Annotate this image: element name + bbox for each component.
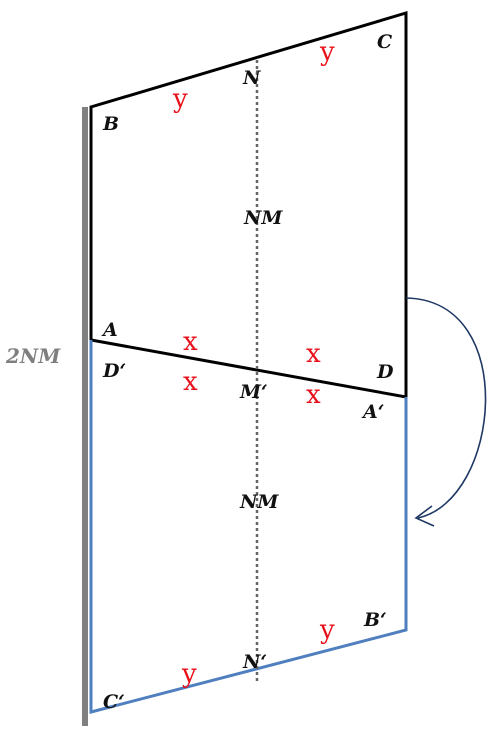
side-label-y-top-left: y <box>172 84 188 114</box>
vertex-label-c-prime: C‘ <box>103 691 125 713</box>
vertex-label-a: A <box>101 319 118 341</box>
arrow-head-icon <box>414 505 435 527</box>
midpoint-label-m-prime: M‘ <box>239 381 268 403</box>
side-label-x-lower-left: x <box>183 367 198 397</box>
side-label-y-bottom-left: y <box>181 659 197 689</box>
quadrilateral-abcd <box>89 10 408 399</box>
vertex-label-c: C <box>377 31 392 53</box>
side-label-y-bottom-right: y <box>319 615 335 645</box>
quadrilateral-reflected <box>89 340 408 714</box>
midpoint-label-n-prime: N‘ <box>242 651 267 673</box>
rotation-arrow <box>405 297 487 519</box>
midpoint-label-n: N <box>242 67 261 89</box>
length-label-nm-upper: NM <box>243 207 283 229</box>
vertex-label-b: B <box>102 113 119 135</box>
side-label-y-top-right: y <box>319 37 335 67</box>
vertex-label-d-prime: D‘ <box>102 360 126 382</box>
length-label-2nm: 2NM <box>5 344 61 368</box>
vertex-label-d: D <box>376 361 394 383</box>
side-label-x-lower-right: x <box>306 380 321 410</box>
side-label-x-upper-right: x <box>306 339 321 369</box>
length-label-nm-lower: NM <box>239 491 279 513</box>
vertex-label-a-prime: A‘ <box>361 401 384 423</box>
vertex-label-b-prime: B‘ <box>363 609 387 631</box>
side-label-x-upper-left: x <box>183 327 198 357</box>
